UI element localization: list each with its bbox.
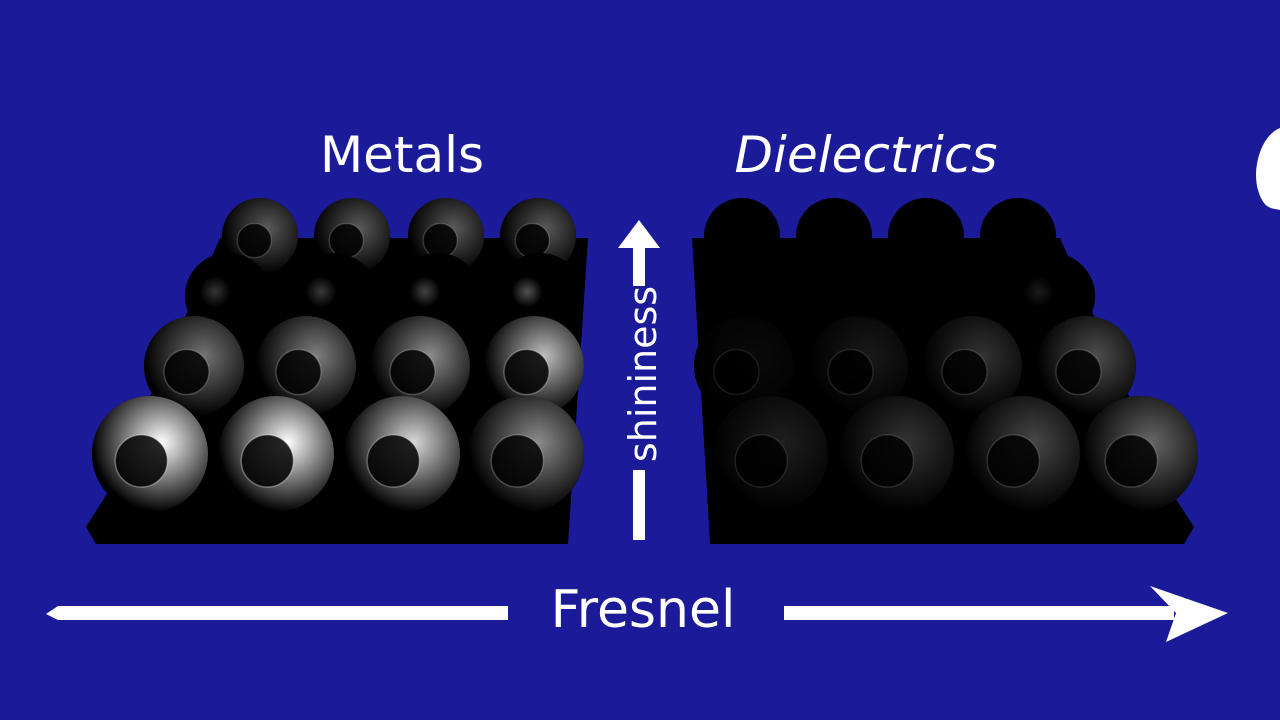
dielectrics-sphere-r3-c4 xyxy=(1036,316,1136,416)
metals-sphere-r3-c3 xyxy=(370,316,470,416)
metals-sphere-r3-c2 xyxy=(256,316,356,416)
dielectrics-sphere-r4-c1 xyxy=(712,396,828,512)
fresnel-arrow-right-shaft xyxy=(784,606,1174,620)
shininess-arrow-shaft-top xyxy=(633,246,645,286)
dielectrics-sphere-r1-c1 xyxy=(704,198,780,274)
metals-sphere-r1-c1 xyxy=(222,198,298,274)
edge-shape xyxy=(1256,128,1280,210)
metals-sphere-r4-c4 xyxy=(468,396,584,512)
fresnel-arrow-left-shaft xyxy=(46,606,508,620)
fresnel-arrow-head xyxy=(1150,586,1228,642)
metals-sphere-r2-c4 xyxy=(497,253,583,339)
metals-sphere-r3-c1 xyxy=(144,316,244,416)
dielectrics-sphere-r4-c2 xyxy=(838,396,954,512)
fresnel-label: Fresnel xyxy=(551,580,736,640)
metals-sphere-r1-c4 xyxy=(500,198,576,274)
metals-sphere-r2-c1 xyxy=(185,253,271,339)
dielectrics-sphere-r2-c4 xyxy=(1009,253,1095,339)
metals-sphere-r4-c3 xyxy=(344,396,460,512)
dielectrics-sphere-r4-c3 xyxy=(964,396,1080,512)
dielectrics-sphere-r1-c4 xyxy=(980,198,1056,274)
shininess-arrow-shaft-bottom xyxy=(633,470,645,540)
metals-spheres xyxy=(92,198,584,512)
dielectrics-sphere-r2-c1 xyxy=(697,253,783,339)
metals-sphere-r4-c1 xyxy=(92,396,208,512)
dielectrics-title: Dielectrics xyxy=(735,126,998,184)
dielectrics-spheres xyxy=(694,198,1198,512)
dielectrics-sphere-r3-c2 xyxy=(808,316,908,416)
fresnel-axis: Fresnel xyxy=(46,580,1228,642)
dielectrics-group xyxy=(692,198,1198,544)
shininess-label: shininess xyxy=(621,286,665,462)
dielectrics-sphere-r4-c4 xyxy=(1082,396,1198,512)
metals-title: Metals xyxy=(320,126,484,184)
metals-group xyxy=(86,198,588,544)
shininess-axis: shininess xyxy=(618,220,665,540)
shininess-arrow-head xyxy=(618,220,660,248)
metals-sphere-r3-c4 xyxy=(484,316,584,416)
dielectrics-sphere-r3-c1 xyxy=(694,316,794,416)
metals-sphere-r4-c2 xyxy=(218,396,334,512)
dielectrics-sphere-r3-c3 xyxy=(922,316,1022,416)
